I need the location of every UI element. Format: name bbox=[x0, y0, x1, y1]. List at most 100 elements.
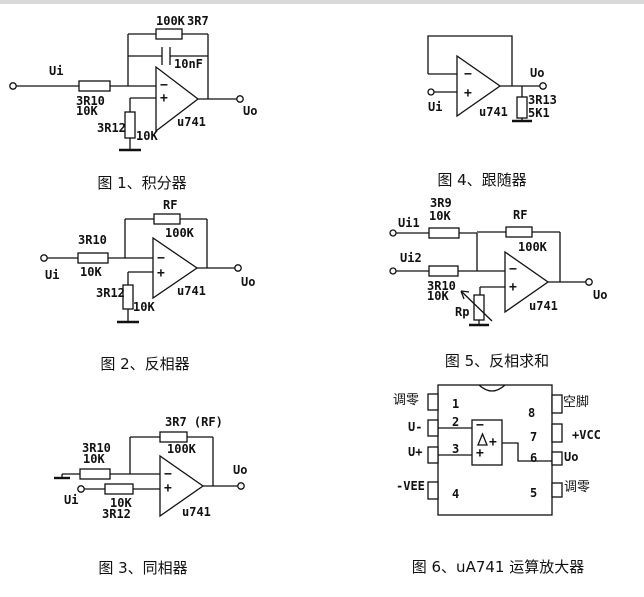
fig5-r1-resistor bbox=[428, 227, 460, 239]
fig4-opamp-triangle bbox=[456, 54, 502, 118]
fig6-pin-6: 6 bbox=[530, 451, 537, 465]
fig6-left-pins bbox=[427, 393, 439, 500]
fig3-caption: 图 3、同相器 bbox=[98, 559, 187, 577]
fig5-opamp-label: u741 bbox=[529, 299, 558, 313]
fig4-follower: − + Ui Uo 3R13 5K1 u741 图 4、跟随器 bbox=[427, 35, 557, 189]
fig1-vout-label: Uo bbox=[243, 104, 257, 118]
fig3-ground-resistor bbox=[79, 468, 111, 480]
fig3-rg-value: 10K bbox=[83, 452, 105, 466]
fig6-plus-in-icon: + bbox=[476, 446, 484, 461]
fig3-rin-name: 3R12 bbox=[102, 507, 131, 521]
fig2-inverter: RF 100K 3R10 10K Ui 3R12 10K − + u741 Uo… bbox=[40, 198, 255, 373]
fig5-opamp-triangle bbox=[504, 250, 550, 314]
fig5-output-terminal bbox=[585, 278, 593, 286]
fig3-wires bbox=[61, 436, 238, 490]
fig6-pin-8: 8 bbox=[528, 406, 535, 420]
fig3-input-terminal bbox=[77, 485, 85, 493]
fig6-caption: 图 6、uA741 运算放大器 bbox=[412, 558, 584, 576]
fig3-plus-icon: + bbox=[164, 481, 172, 496]
fig5-caption: 图 5、反相求和 bbox=[445, 352, 549, 370]
fig5-rf-value: 100K bbox=[518, 240, 548, 254]
fig6-label-offset-null-1: 调零 bbox=[393, 393, 419, 408]
fig6-plus-out-icon: + bbox=[489, 435, 497, 450]
fig1-output-terminal bbox=[236, 95, 244, 103]
fig6-label-nc: 空脚 bbox=[563, 394, 589, 410]
fig5-feedback-resistor bbox=[505, 226, 533, 238]
fig1-feedback-resistor bbox=[155, 28, 183, 40]
fig2-vin-label: Ui bbox=[45, 268, 59, 282]
fig2-rg-name: 3R12 bbox=[96, 286, 125, 300]
fig3-minus-icon: − bbox=[164, 467, 172, 482]
fig1-minus-icon: − bbox=[160, 78, 168, 93]
fig1-opamp-label: u741 bbox=[177, 115, 206, 129]
fig5-vin1-label: Ui1 bbox=[398, 216, 420, 230]
fig3-rf-value: 100K bbox=[167, 442, 197, 456]
fig6-internal-opamp bbox=[438, 419, 552, 466]
fig6-pin-4: 4 bbox=[452, 487, 459, 501]
fig6-pin-3: 3 bbox=[452, 442, 459, 456]
fig1-rf-name: 3R7 bbox=[187, 14, 209, 28]
fig2-input-terminal bbox=[40, 254, 48, 262]
fig6-notch-icon bbox=[478, 384, 506, 392]
fig6-pin-7: 7 bbox=[530, 430, 537, 444]
fig2-feedback-resistor bbox=[153, 213, 181, 225]
fig5-r2-value: 10K bbox=[427, 289, 449, 303]
fig6-label-u-plus: U+ bbox=[408, 445, 422, 459]
fig2-rf-label: RF bbox=[163, 198, 177, 212]
fig3-noninverting: 3R7 (RF) 100K 3R10 10K Ui 10K 3R12 − + u… bbox=[54, 415, 247, 577]
fig5-input1-terminal bbox=[389, 229, 397, 237]
fig4-input-terminal bbox=[427, 88, 435, 96]
fig1-plus-icon: + bbox=[160, 91, 168, 106]
fig6-pin-1: 1 bbox=[452, 397, 459, 411]
fig6-label-vcc: +VCC bbox=[572, 428, 601, 442]
fig2-rin-value: 10K bbox=[80, 265, 102, 279]
fig2-opamp-label: u741 bbox=[177, 284, 206, 298]
fig1-cap-value: 10nF bbox=[174, 57, 203, 71]
fig5-summing: 3R9 10K Ui1 RF 100K Ui2 3R10 10K Rp − + … bbox=[389, 196, 607, 370]
fig2-wires bbox=[47, 218, 235, 322]
fig1-ground-resistor bbox=[124, 111, 136, 139]
fig3-opamp-triangle bbox=[159, 454, 205, 518]
fig6-right-pins bbox=[551, 394, 563, 498]
fig2-vout-label: Uo bbox=[241, 275, 255, 289]
top-border-bar bbox=[0, 0, 644, 4]
fig6-label-vee: -VEE bbox=[396, 479, 425, 493]
fig6-label-offset-null-2: 调零 bbox=[564, 480, 590, 495]
fig2-ground-resistor bbox=[122, 284, 134, 310]
fig6-pin-2: 2 bbox=[452, 415, 459, 429]
fig2-caption: 图 2、反相器 bbox=[100, 355, 189, 373]
fig6-label-uo: Uo bbox=[564, 450, 578, 464]
fig1-input-resistor bbox=[78, 80, 111, 92]
fig3-output-terminal bbox=[237, 482, 245, 490]
fig3-rg-name: 3R10 bbox=[82, 441, 111, 455]
fig3-rin-value: 10K bbox=[110, 496, 132, 510]
fig1-rg-value: 10K bbox=[136, 129, 158, 143]
fig1-opamp-triangle bbox=[155, 65, 200, 133]
fig5-vin2-label: Ui2 bbox=[400, 251, 422, 265]
fig4-vin-label: Ui bbox=[428, 100, 442, 114]
fig3-input-resistor bbox=[104, 483, 134, 495]
fig6-pinout: − + + 1 2 3 4 8 7 6 5 调零 U- U+ -VEE 空脚 +… bbox=[393, 384, 601, 576]
fig3-feedback-resistor bbox=[159, 431, 188, 443]
fig3-rf-label: 3R7 (RF) bbox=[165, 415, 223, 429]
fig3-opamp-label: u741 bbox=[182, 505, 211, 519]
fig2-rin-name: 3R10 bbox=[78, 233, 107, 247]
fig4-caption: 图 4、跟随器 bbox=[437, 171, 526, 189]
fig5-plus-icon: + bbox=[509, 280, 517, 295]
fig6-opamp-triangle-icon bbox=[477, 432, 488, 446]
fig6-minus-icon: − bbox=[476, 418, 484, 433]
fig1-caption: 图 1、积分器 bbox=[97, 174, 186, 192]
fig2-input-resistor bbox=[77, 252, 109, 264]
fig2-output-terminal bbox=[234, 264, 242, 272]
fig4-load-resistor bbox=[516, 96, 528, 119]
fig5-vout-label: Uo bbox=[593, 288, 607, 302]
fig1-vin-label: Ui bbox=[49, 64, 63, 78]
fig5-minus-icon: − bbox=[509, 262, 517, 277]
fig3-vout-label: Uo bbox=[233, 463, 247, 477]
fig2-rg-value: 10K bbox=[133, 300, 155, 314]
fig4-rl-name: 3R13 bbox=[528, 93, 557, 107]
fig6-pin-5: 5 bbox=[530, 486, 537, 500]
fig2-rf-value: 100K bbox=[165, 226, 195, 240]
